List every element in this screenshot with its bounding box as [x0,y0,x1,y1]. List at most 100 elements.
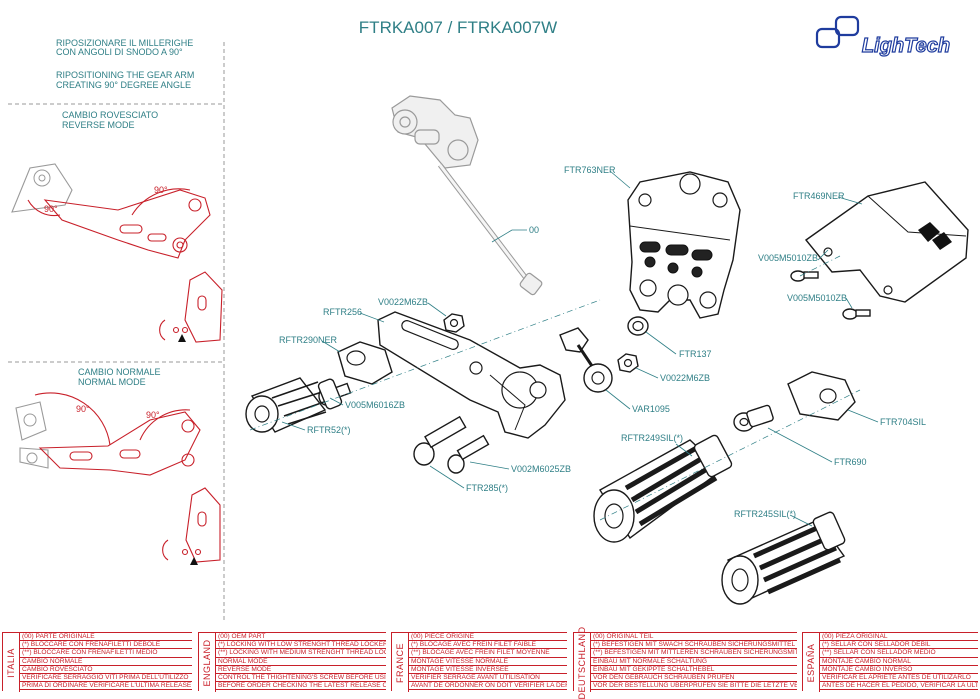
footer-lang-tab: ESPAÑA [803,633,820,692]
label-ftr763ner: FTR763NER [564,165,616,175]
label-00: 00 [529,225,539,235]
normal-mode-it: CAMBIO NORMALE [78,367,161,377]
label-ftr137: FTR137 [679,349,712,359]
footer-row: (00) PARTE ORIGINALE [20,633,192,642]
angle-label: 90° [76,404,90,414]
footer-table-italia: ITALIA (00) PARTE ORIGINALE (*) BLOCCARE… [2,632,192,692]
rftr52-footpeg [245,377,343,433]
footer-table-england: ENGLAND (00) OEM PART (*) LOCKING WITH L… [198,632,386,692]
footer-row: CONTROL THE THIGHTENING'S SCREW BEFORE U… [216,673,386,683]
normal-mode-en: NORMAL MODE [78,377,146,387]
oem-rod-assembly [391,95,543,296]
label-rftr290ner: RFTR290NER [279,335,338,345]
footer-row: (00) ORIGINAL TEIL [591,633,797,642]
footer-row: REVERSE MODE [216,666,386,674]
footer-row: EINBAU MIT GEKIPPTE SCHALTHEBEL [591,666,797,674]
footer-row: EINBAU MIT NORMALE SCHALTUNG [591,658,797,666]
footer-row: VERIFICAR EL APRIETE ANTES DE UTILIZARLO [820,674,978,683]
footer-row: VOR DER BESTELLUNG ÜBERPRÜFEN SIE BITTE … [591,682,797,691]
reverse-mode-it: CAMBIO ROVESCIATO [62,110,158,120]
footer-row: VERIFICARE SERRAGGIO VITI PRIMA DELL'UTI… [20,674,192,683]
nut-v0022m6zb-a [443,313,465,333]
rftr245sil-footpeg [721,511,846,605]
screw-v002m6025zb-b [447,434,490,474]
angle-label: 90° [154,185,168,195]
footer-row: (00) PIEZA ORIGINAL [820,633,978,642]
footer-row: PRIMA DI ORDINARE VERIFICARE L'ULTIMA RE… [20,682,192,691]
reverse-mode-sketch: 90° 90° [11,163,223,343]
label-ftr469ner: FTR469NER [793,191,845,201]
footer-lang-label: ESPAÑA [806,643,816,682]
screw-v005m5010zb-b [842,308,871,320]
footer-row: MONTAGE VITESSE NORMALE [409,658,567,666]
label-ftr704sil: FTR704SIL [880,417,926,427]
footer-row: MONTAJE CAMBIO INVERSO [820,666,978,674]
note-reposition-it-1: RIPOSIZIONARE IL MILLERIGHE [56,38,193,48]
ftr690-bolt [733,404,774,432]
screw-v005m5010zb-a [790,270,819,282]
label-rftr52: RFTR52(*) [307,425,351,435]
lightech-logo: LighTech [815,15,951,58]
label-rftr249sil: RFTR249SIL(*) [621,433,683,443]
footer-lang-label: ENGLAND [202,638,212,687]
label-rftr245sil: RFTR245SIL(*) [734,509,796,519]
footer-row: VERIFIER SERRAGE AVANT UTILISATION [409,674,567,683]
footer-row: (**) BLOCCARE CON FRENAFILETTI MEDIO [20,649,192,658]
footer-row: (**) LOCKING WITH MEDIUM STRENGHT THREAD… [216,649,386,658]
footer-row: (00) PIECE ORIGINE [409,633,567,642]
label-v005m5010zb-b: V005M5010ZB [787,293,847,303]
footer-table-france: FRANCE (00) PIECE ORIGINE (*) BLOCAGE AV… [391,632,567,692]
footer-lang-tab: FRANCE [392,633,409,692]
label-ftr690: FTR690 [834,457,867,467]
footer-row: (*) BEFESTIGEN MIT SWACH SCHRAUBEN SICHE… [591,641,797,650]
footer-lang-tab: DEUTSCHLAND [574,626,591,699]
footer-row: (*) LOCKING WITH LOW STRENGHT THREAD LOC… [216,641,386,650]
ftr469ner-heel-guard [804,181,969,303]
footer-row: NORMAL MODE [216,658,386,666]
reverse-mode-en: REVERSE MODE [62,120,135,130]
footer-row: MONTAGE VITESSE INVERSEE [409,666,567,674]
note-reposition-en-1: RIPOSITIONING THE GEAR ARM [56,70,194,80]
footer-lang-label: FRANCE [395,642,405,683]
footer-row: (00) OEM PART [216,633,386,642]
label-v002m6025zb: V002M6025ZB [511,464,571,474]
footer-table-deutschland: DEUTSCHLAND (00) ORIGINAL TEIL (*) BEFES… [573,626,797,699]
footer-row: (**) SELLAR CON SELLADOR MEDIO [820,649,978,658]
ftr137-bushing [627,316,649,336]
footer-row: (*) SELLAR CON SELLADOR DEBIL [820,641,978,650]
rftr290ner-plate [337,341,393,385]
normal-mode-sketch: 90° 90° [15,392,221,565]
note-reposition-it-2: CON ANGOLI DI SNODO A 90° [56,47,183,57]
label-v005m5010zb-a: V005M5010ZB [758,253,818,263]
footer-row: BEFORE ORDER CHECKING THE LATEST RELEASE… [216,682,386,691]
footer-row: MONTAJE CAMBIO NORMAL [820,658,978,666]
label-var1095: VAR1095 [632,404,670,414]
nut-v0022m6zb-b [617,353,639,373]
drawing-title: FTRKA007 / FTRKA007W [359,18,557,37]
angle-label: 90° [146,410,160,420]
footer-row: (**) BLOCAGE AVEC FREIN FILET MOYENNE [409,649,567,658]
note-reposition-en-2: CREATING 90° DEGREE ANGLE [56,80,191,90]
label-v005m6016zb: V005M6016ZB [345,400,405,410]
footer-lang-label: ITALIA [6,647,16,678]
screw-v002m6025zb-a [413,415,467,466]
logo-text: LighTech [862,35,950,57]
footer-row: ANTES DE HACER EL PEDIDO, VERIFICAR LA U… [820,682,978,691]
footer-row: AVANT DE ORDONNER ON DOIT VÉRIFIER LA DE… [409,682,567,691]
footer-row: (**) BEFESTIGEN MIT MITTLEREN SCHRAUBEN … [591,649,797,658]
footer-lang-label: DEUTSCHLAND [577,625,587,699]
label-v0022m6zb-a: V0022M6ZB [378,297,428,307]
footer-row: CAMBIO ROVESCIATO [20,666,192,674]
label-rftr256: RFTR256 [323,307,362,317]
var1095-rod-end [559,327,613,393]
angle-label: 90° [44,204,58,214]
ftr704sil-plate [787,371,856,421]
footer-table-espana: ESPAÑA (00) PIEZA ORIGINAL (*) SELLAR CO… [802,632,978,692]
ftr763ner-bracket [627,171,741,319]
footer-row: CAMBIO NORMALE [20,658,192,666]
label-v0022m6zb-b: V0022M6ZB [660,373,710,383]
footer-row: VOR DEN GEBRAUCH SCHRAUBEN PRÜFEN [591,674,797,683]
footer-lang-tab: ITALIA [3,633,20,692]
rftr256-gear-arm [377,311,566,439]
